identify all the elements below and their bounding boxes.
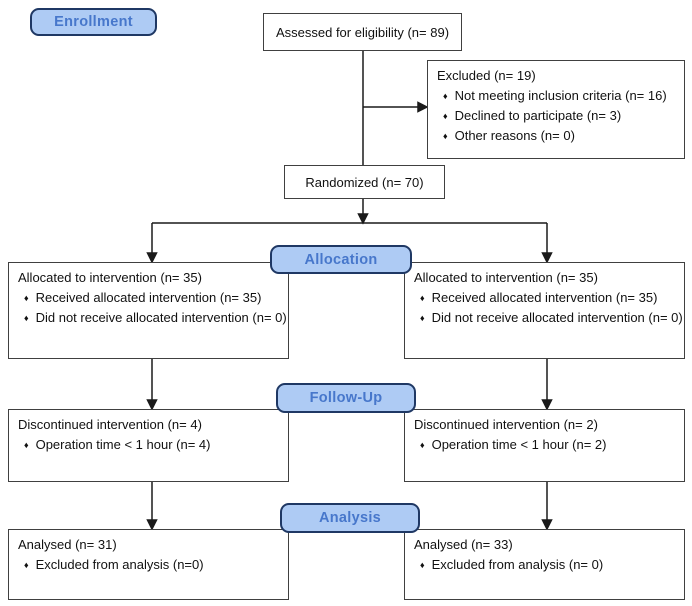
box-randomized: Randomized (n= 70) xyxy=(284,165,445,199)
diamond-bullet-icon: ♦ xyxy=(420,313,425,324)
followup-left-bullet-item: ♦ Operation time < 1 hour (n= 4) xyxy=(18,435,279,455)
box-excluded: Excluded (n= 19) ♦ Not meeting inclusion… xyxy=(427,60,685,159)
arrowhead-allocation-right-icon xyxy=(541,252,553,264)
allocation-left-bullet-text: Received allocated intervention (n= 35) xyxy=(35,290,262,306)
arrowhead-to-excluded-icon xyxy=(417,101,429,113)
diamond-bullet-icon: ♦ xyxy=(420,440,425,451)
diamond-bullet-icon: ♦ xyxy=(24,293,29,304)
excluded-bullet-item: ♦ Other reasons (n= 0) xyxy=(437,126,675,146)
allocation-right-bullet-text: Did not receive allocated intervention (… xyxy=(431,310,683,326)
analysis-right-bullet-text: Excluded from analysis (n= 0) xyxy=(431,557,604,573)
stage-badge-enrollment: Enrollment xyxy=(30,8,157,36)
box-analysis-right: Analysed (n= 33) ♦ Excluded from analysi… xyxy=(404,529,685,600)
stage-badge-analysis-label: Analysis xyxy=(318,510,382,526)
excluded-bullet-text: Not meeting inclusion criteria (n= 16) xyxy=(454,88,667,104)
diamond-bullet-icon: ♦ xyxy=(443,91,448,102)
followup-right-bullet-text: Operation time < 1 hour (n= 2) xyxy=(431,437,607,453)
followup-left-bullet-text: Operation time < 1 hour (n= 4) xyxy=(35,437,211,453)
followup-right-bullet-item: ♦ Operation time < 1 hour (n= 2) xyxy=(414,435,675,455)
box-randomized-text: Randomized (n= 70) xyxy=(305,174,424,190)
analysis-left-bullet-text: Excluded from analysis (n=0) xyxy=(35,557,204,573)
analysis-right-bullet-item: ♦ Excluded from analysis (n= 0) xyxy=(414,555,675,575)
allocation-right-bullet-item: ♦ Received allocated intervention (n= 35… xyxy=(414,288,675,308)
box-assessed-eligibility: Assessed for eligibility (n= 89) xyxy=(263,13,462,51)
excluded-bullet-item: ♦ Declined to participate (n= 3) xyxy=(437,106,675,126)
diamond-bullet-icon: ♦ xyxy=(24,560,29,571)
allocation-left-bullet-text: Did not receive allocated intervention (… xyxy=(35,310,287,326)
diamond-bullet-icon: ♦ xyxy=(24,440,29,451)
box-allocation-left-title: Allocated to intervention (n= 35) xyxy=(18,270,202,285)
diamond-bullet-icon: ♦ xyxy=(24,313,29,324)
allocation-left-bullet-item: ♦ Received allocated intervention (n= 35… xyxy=(18,288,279,308)
diamond-bullet-icon: ♦ xyxy=(443,131,448,142)
box-followup-left-title: Discontinued intervention (n= 4) xyxy=(18,417,202,432)
stage-badge-allocation: Allocation xyxy=(270,245,412,274)
stage-badge-enrollment-label: Enrollment xyxy=(54,14,133,30)
box-followup-right: Discontinued intervention (n= 2) ♦ Opera… xyxy=(404,409,685,482)
diamond-bullet-icon: ♦ xyxy=(443,111,448,122)
allocation-right-bullet-text: Received allocated intervention (n= 35) xyxy=(431,290,658,306)
box-allocation-right: Allocated to intervention (n= 35) ♦ Rece… xyxy=(404,262,685,359)
box-analysis-left: Analysed (n= 31) ♦ Excluded from analysi… xyxy=(8,529,289,600)
box-allocation-right-title: Allocated to intervention (n= 35) xyxy=(414,270,598,285)
box-analysis-left-title: Analysed (n= 31) xyxy=(18,537,117,552)
stage-badge-analysis: Analysis xyxy=(280,503,420,533)
box-analysis-right-title: Analysed (n= 33) xyxy=(414,537,513,552)
box-followup-right-title: Discontinued intervention (n= 2) xyxy=(414,417,598,432)
box-excluded-title: Excluded (n= 19) xyxy=(437,68,536,83)
stage-badge-allocation-label: Allocation xyxy=(304,251,378,268)
arrowhead-followup-left-icon xyxy=(146,399,158,411)
arrowhead-analysis-left-icon xyxy=(146,519,158,531)
diamond-bullet-icon: ♦ xyxy=(420,560,425,571)
box-followup-left: Discontinued intervention (n= 4) ♦ Opera… xyxy=(8,409,289,482)
allocation-right-bullet-item: ♦ Did not receive allocated intervention… xyxy=(414,308,683,328)
analysis-left-bullet-item: ♦ Excluded from analysis (n=0) xyxy=(18,555,279,575)
arrowhead-followup-right-icon xyxy=(541,399,553,411)
excluded-bullet-text: Declined to participate (n= 3) xyxy=(454,108,622,124)
excluded-bullet-item: ♦ Not meeting inclusion criteria (n= 16) xyxy=(437,86,675,106)
box-allocation-left: Allocated to intervention (n= 35) ♦ Rece… xyxy=(8,262,289,359)
stage-badge-followup-label: Follow-Up xyxy=(309,390,383,406)
allocation-left-bullet-item: ♦ Did not receive allocated intervention… xyxy=(18,308,287,328)
box-assessed-eligibility-text: Assessed for eligibility (n= 89) xyxy=(275,24,450,40)
arrowhead-analysis-right-icon xyxy=(541,519,553,531)
stage-badge-followup: Follow-Up xyxy=(276,383,416,413)
arrowhead-randomized-branch-icon xyxy=(357,213,369,225)
arrowhead-allocation-left-icon xyxy=(146,252,158,264)
excluded-bullet-text: Other reasons (n= 0) xyxy=(454,128,575,144)
diamond-bullet-icon: ♦ xyxy=(420,293,425,304)
